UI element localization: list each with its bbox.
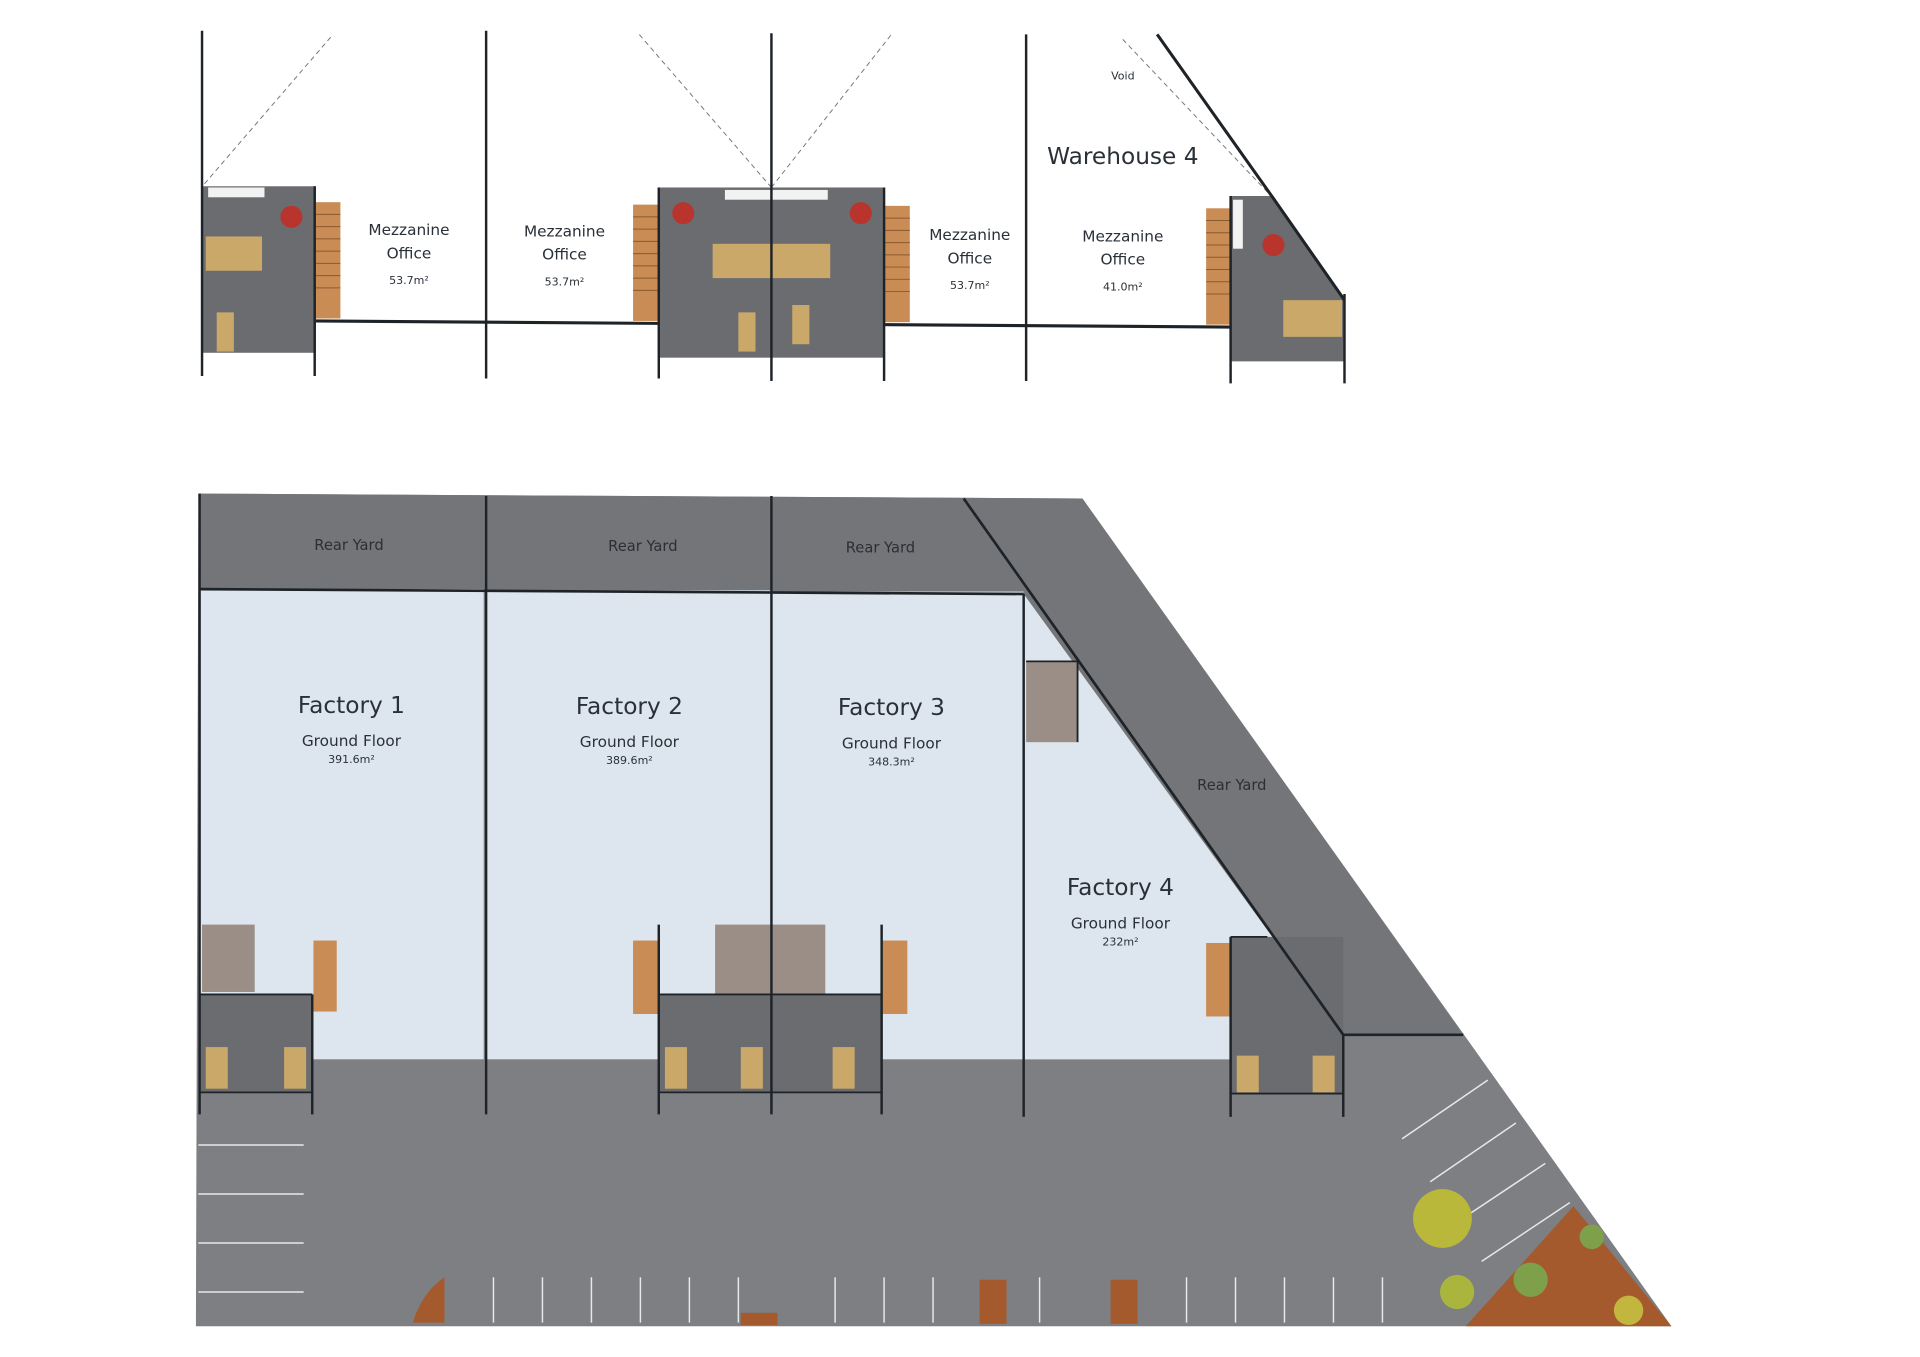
factory-floor: Ground Floor	[580, 733, 680, 751]
rear-yard-label-4: Rear Yard	[1197, 777, 1266, 794]
factory-area: 389.6m²	[606, 754, 653, 767]
mezz-office-label-1: Mezzanine Office 53.7m²	[368, 221, 449, 287]
mezz-office-label-3: Mezzanine Office 53.7m²	[929, 226, 1010, 292]
void-label: Void	[1111, 70, 1134, 83]
office-area: 53.7m²	[389, 274, 429, 287]
walls	[198, 493, 1464, 1117]
factory-label-1: Factory 1 Ground Floor 391.6m²	[298, 692, 405, 766]
rear-yard-label-2: Rear Yard	[608, 538, 677, 555]
office-label: Mezzanine	[929, 226, 1010, 244]
void-lines	[204, 34, 1274, 199]
kitchen-counter	[208, 187, 1243, 249]
office-label: Office	[542, 246, 587, 264]
warehouse-title: Warehouse 4	[1047, 143, 1198, 170]
factory-label-4: Factory 4 Ground Floor 232m²	[1067, 874, 1174, 948]
factory-name: Factory 3	[838, 694, 945, 721]
stair-treads	[315, 213, 1231, 295]
factory-floor: Ground Floor	[842, 734, 942, 752]
desk-icon	[205, 1047, 1335, 1093]
factory-floor: Ground Floor	[302, 732, 402, 750]
office-label: Office	[947, 249, 992, 267]
stair-icon	[315, 202, 1231, 325]
factory-label-2: Factory 2 Ground Floor 389.6m²	[576, 693, 683, 767]
plant-icon	[280, 202, 1285, 257]
mezz-office-label-4: Mezzanine Office 41.0m²	[1082, 227, 1163, 293]
office-label: Mezzanine	[1082, 227, 1163, 245]
factory-name: Factory 1	[298, 692, 405, 719]
mezzanine-plan: Void Warehouse 4 Mezzanine Office 53.7m²…	[200, 30, 1346, 384]
rear-yard-strip	[198, 493, 1464, 1035]
factory-label-3: Factory 3 Ground Floor 348.3m²	[838, 694, 945, 768]
office-label: Office	[387, 245, 432, 263]
walls	[200, 30, 1346, 384]
factory-name: Factory 2	[576, 693, 683, 720]
office-label: Mezzanine	[524, 222, 605, 240]
office-label: Office	[1101, 251, 1146, 269]
factory-floor: Ground Floor	[1071, 914, 1171, 932]
office-label: Mezzanine	[368, 221, 449, 239]
office-area: 41.0m²	[1103, 280, 1143, 293]
factory-area: 391.6m²	[328, 753, 375, 766]
factory-area: 348.3m²	[868, 755, 915, 768]
rear-yard-label-3: Rear Yard	[846, 539, 915, 556]
mezz-office-label-2: Mezzanine Office 53.7m²	[524, 222, 605, 288]
tree-icon	[412, 1189, 1672, 1327]
office-area: 53.7m²	[545, 275, 585, 288]
office-area: 53.7m²	[950, 279, 990, 292]
stair-icon	[313, 940, 1231, 1017]
ground-plan: Rear Yard Rear Yard Rear Yard Rear Yard …	[195, 493, 1672, 1327]
rear-yard-label-1: Rear Yard	[314, 537, 383, 554]
parking-bays	[198, 1079, 1571, 1323]
factory-name: Factory 4	[1067, 874, 1174, 901]
factory-area: 232m²	[1102, 935, 1138, 948]
